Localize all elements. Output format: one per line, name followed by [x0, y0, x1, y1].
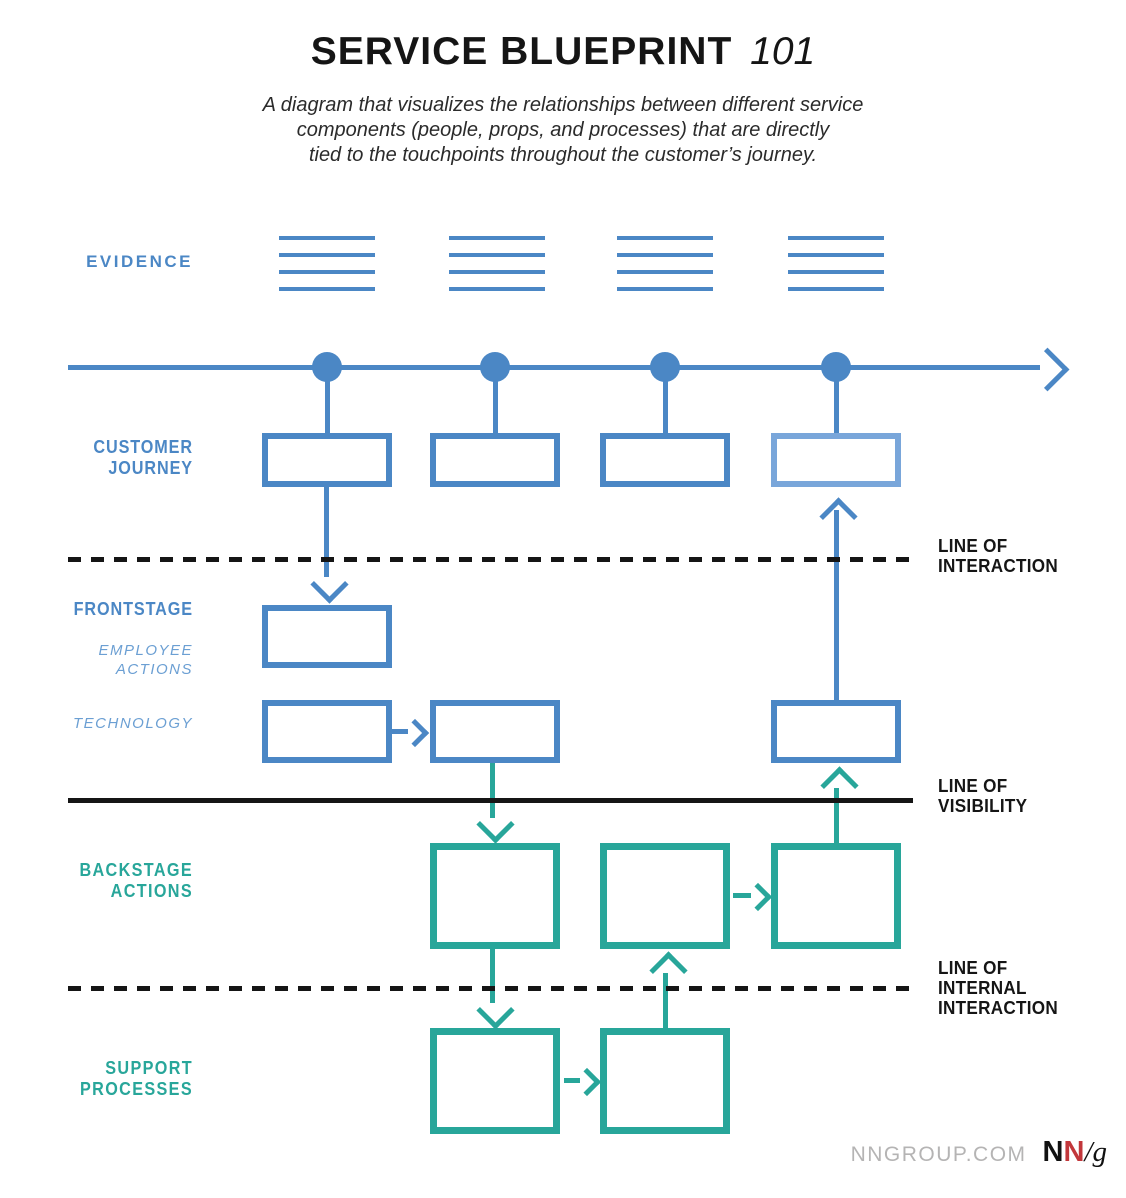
evidence-line	[449, 253, 545, 257]
evidence-line	[788, 270, 884, 274]
arrow-down-technology-to-backstage	[490, 763, 495, 818]
arrow-right-backstage	[733, 893, 751, 898]
footer: NNGROUP.COM NN/g	[851, 1136, 1107, 1169]
customer-journey-box-2	[430, 433, 560, 487]
arrow-right-technology	[392, 729, 408, 734]
evidence-line	[449, 287, 545, 291]
arrowhead-down-icon	[476, 991, 515, 1030]
technology-label: TECHNOLOGY	[72, 715, 193, 732]
subtitle-line: A diagram that visualizes the relationsh…	[262, 94, 864, 116]
page-title-main: SERVICE BLUEPRINT	[310, 30, 733, 73]
customer-journey-label-line: JOURNEY	[108, 458, 193, 478]
evidence-line	[279, 270, 375, 274]
line-of-internal-interaction-label-line: LINE OF	[938, 958, 1008, 978]
dot-connector	[834, 367, 839, 433]
evidence-lines-group	[449, 236, 545, 291]
arrowhead-up-icon	[649, 951, 688, 990]
customer-journey-box-1	[262, 433, 392, 487]
subtitle-line: components (people, props, and processes…	[296, 119, 830, 141]
evidence-line	[449, 236, 545, 240]
backstage-box-3	[771, 843, 901, 949]
evidence-line	[617, 270, 713, 274]
technology-box-1	[262, 700, 392, 763]
line-of-internal-interaction-label-line: INTERACTION	[938, 998, 1058, 1018]
nng-logo-slash-g: /g	[1084, 1136, 1107, 1168]
evidence-line	[617, 236, 713, 240]
support-box-1	[430, 1028, 560, 1134]
evidence-line	[617, 287, 713, 291]
arrow-down-journey-to-frontstage	[324, 486, 329, 577]
arrowhead-right-icon	[743, 882, 773, 912]
evidence-line	[788, 287, 884, 291]
subtitle-line: tied to the touchpoints throughout the c…	[308, 144, 818, 166]
backstage-actions-label: BACKSTAGE ACTIONS	[19, 860, 193, 902]
timeline-line	[68, 365, 1040, 370]
dot-connector	[663, 367, 668, 433]
backstage-box-1	[430, 843, 560, 949]
backstage-actions-label-line: BACKSTAGE	[79, 860, 193, 880]
page-subtitle: A diagram that visualizes the relationsh…	[0, 93, 1126, 168]
evidence-lines-group	[617, 236, 713, 291]
arrowhead-up-icon	[819, 497, 858, 536]
backstage-actions-label-line: ACTIONS	[110, 881, 193, 901]
arrow-up-support-to-backstage	[663, 973, 668, 1028]
employee-actions-box	[262, 605, 392, 668]
evidence-line	[788, 253, 884, 257]
arrowhead-down-icon	[476, 805, 515, 844]
evidence-line	[279, 287, 375, 291]
line-of-interaction	[68, 557, 913, 562]
line-of-interaction-label: LINE OF INTERACTION	[938, 536, 1058, 576]
nng-logo-n1: N	[1042, 1136, 1064, 1168]
line-of-visibility-label-line: LINE OF	[938, 776, 1008, 796]
dot-connector	[325, 367, 330, 433]
evidence-row-label: EVIDENCE	[86, 252, 193, 271]
frontstage-label: FRONTSTAGE	[73, 599, 193, 619]
line-of-internal-interaction-label: LINE OF INTERNAL INTERACTION	[938, 958, 1058, 1018]
line-of-interaction-label-line: LINE OF	[938, 536, 1008, 556]
support-processes-label: SUPPORT PROCESSES	[19, 1058, 193, 1100]
line-of-interaction-label-line: INTERACTION	[938, 556, 1058, 576]
customer-journey-label-line: CUSTOMER	[93, 437, 193, 457]
page-title: SERVICE BLUEPRINT 101	[0, 30, 1126, 74]
arrow-up-backstage-to-technology	[834, 788, 839, 843]
evidence-lines-group	[788, 236, 884, 291]
evidence-line	[449, 270, 545, 274]
evidence-lines-group	[279, 236, 375, 291]
employee-actions-label-line: EMPLOYEE	[98, 642, 193, 659]
arrowhead-right-icon	[572, 1067, 602, 1097]
evidence-line	[279, 236, 375, 240]
line-of-visibility-label: LINE OF VISIBILITY	[938, 776, 1027, 816]
arrowhead-down-icon	[310, 565, 349, 604]
dot-connector	[493, 367, 498, 433]
support-box-2	[600, 1028, 730, 1134]
evidence-line	[279, 253, 375, 257]
evidence-line	[788, 236, 884, 240]
support-processes-label-line: SUPPORT	[105, 1058, 193, 1078]
support-processes-label-line: PROCESSES	[80, 1079, 193, 1099]
timeline-arrowhead-icon	[1025, 347, 1070, 392]
line-of-visibility	[68, 798, 913, 803]
arrow-right-support	[564, 1078, 580, 1083]
arrowhead-right-icon	[400, 718, 430, 748]
employee-actions-label-line: ACTIONS	[115, 661, 193, 678]
nng-logo-n2: N	[1063, 1136, 1085, 1168]
technology-box-2	[430, 700, 560, 763]
nng-logo: NN/g	[1043, 1136, 1107, 1169]
customer-journey-box-4	[771, 433, 901, 487]
customer-journey-box-3	[600, 433, 730, 487]
employee-actions-label: EMPLOYEE ACTIONS	[0, 641, 193, 679]
customer-journey-label: CUSTOMER JOURNEY	[19, 437, 193, 479]
line-of-visibility-label-line: VISIBILITY	[938, 796, 1028, 816]
evidence-line	[617, 253, 713, 257]
footer-site-text: NNGROUP.COM	[850, 1143, 1027, 1166]
arrow-up-technology-to-journey	[834, 510, 839, 700]
page-title-suffix: 101	[750, 30, 816, 73]
arrow-down-backstage-to-support	[490, 948, 495, 1003]
backstage-box-2	[600, 843, 730, 949]
line-of-internal-interaction-label-line: INTERNAL	[938, 978, 1027, 998]
line-of-internal-interaction	[68, 986, 918, 991]
technology-box-3	[771, 700, 901, 763]
